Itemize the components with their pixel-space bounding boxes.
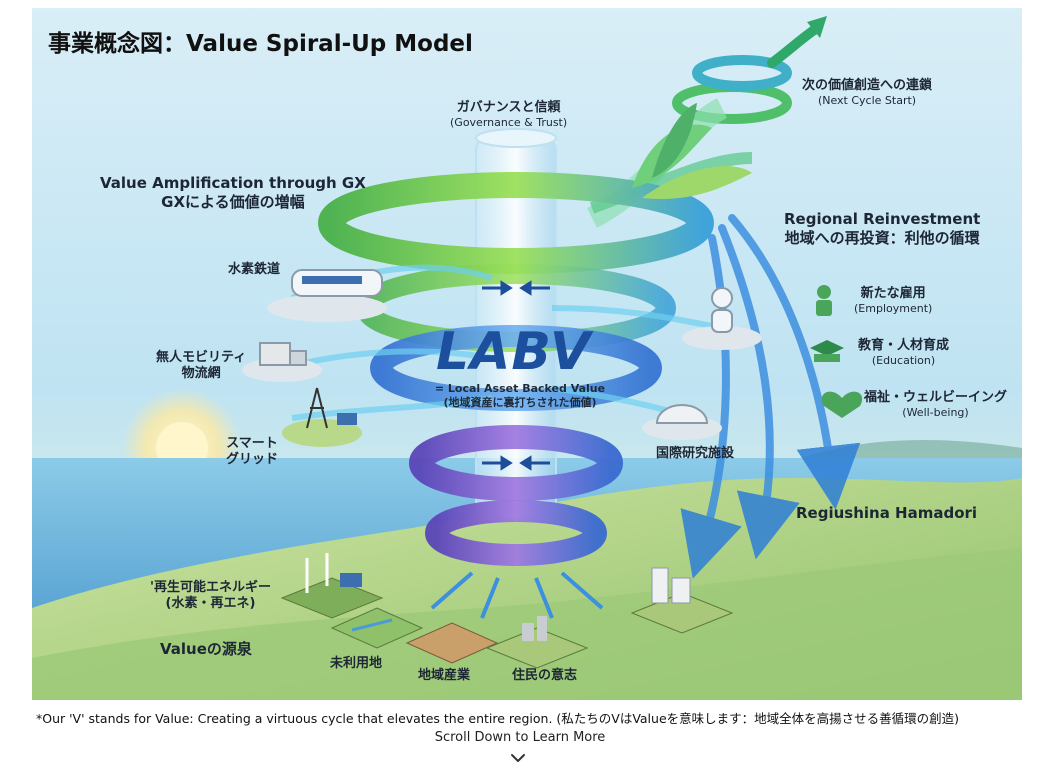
label-employment: 新たな雇用 (Employment) bbox=[854, 286, 932, 316]
label-governance: ガバナンスと信頼 (Governance & Trust) bbox=[450, 100, 567, 130]
label-gx: Value Amplification through GX GXによる価値の増… bbox=[100, 174, 366, 212]
chevron-down-icon[interactable] bbox=[510, 752, 526, 764]
concept-diagram: ガバナンスと信頼 (Governance & Trust) 次の価値創造への連鎖… bbox=[32, 8, 1022, 700]
label-reinvest: Regional Reinvestment 地域への再投資：利他の循環 bbox=[784, 210, 980, 248]
labv-logo: LABV bbox=[436, 322, 591, 382]
label-resident-will: 住民の意志 bbox=[512, 668, 577, 684]
label-education: 教育・人材育成 (Education) bbox=[858, 338, 949, 368]
label-value-source: Valueの源泉 bbox=[160, 640, 252, 659]
page-title: 事業概念図：Value Spiral-Up Model bbox=[48, 24, 473, 58]
label-unused-land: 未利用地 bbox=[330, 656, 382, 672]
scroll-hint-link[interactable]: Scroll Down to Learn More bbox=[400, 730, 640, 745]
footnote: *Our 'V' stands for Value: Creating a vi… bbox=[36, 708, 1026, 727]
label-smart-grid: スマート グリッド bbox=[226, 436, 278, 469]
employment-icon bbox=[816, 285, 832, 316]
label-local-industry: 地域産業 bbox=[418, 668, 470, 684]
label-wellbeing: 福祉・ウェルビーイング (Well-being) bbox=[864, 390, 1007, 420]
label-next-cycle: 次の価値創造への連鎖 (Next Cycle Start) bbox=[802, 78, 932, 108]
label-renewable: '再生可能エネルギー (水素・再エネ) bbox=[150, 580, 271, 613]
label-research-facility: 国際研究施設 bbox=[656, 446, 734, 462]
label-unmanned-logistics: 無人モビリティ 物流網 bbox=[156, 350, 246, 383]
label-region: Regiushina Hamadori bbox=[796, 504, 977, 523]
label-hydrogen-rail: 水素鉄道 bbox=[228, 262, 280, 278]
labv-subtitle: = Local Asset Backed Value (地域資産に裏打ちされた価… bbox=[420, 382, 620, 411]
